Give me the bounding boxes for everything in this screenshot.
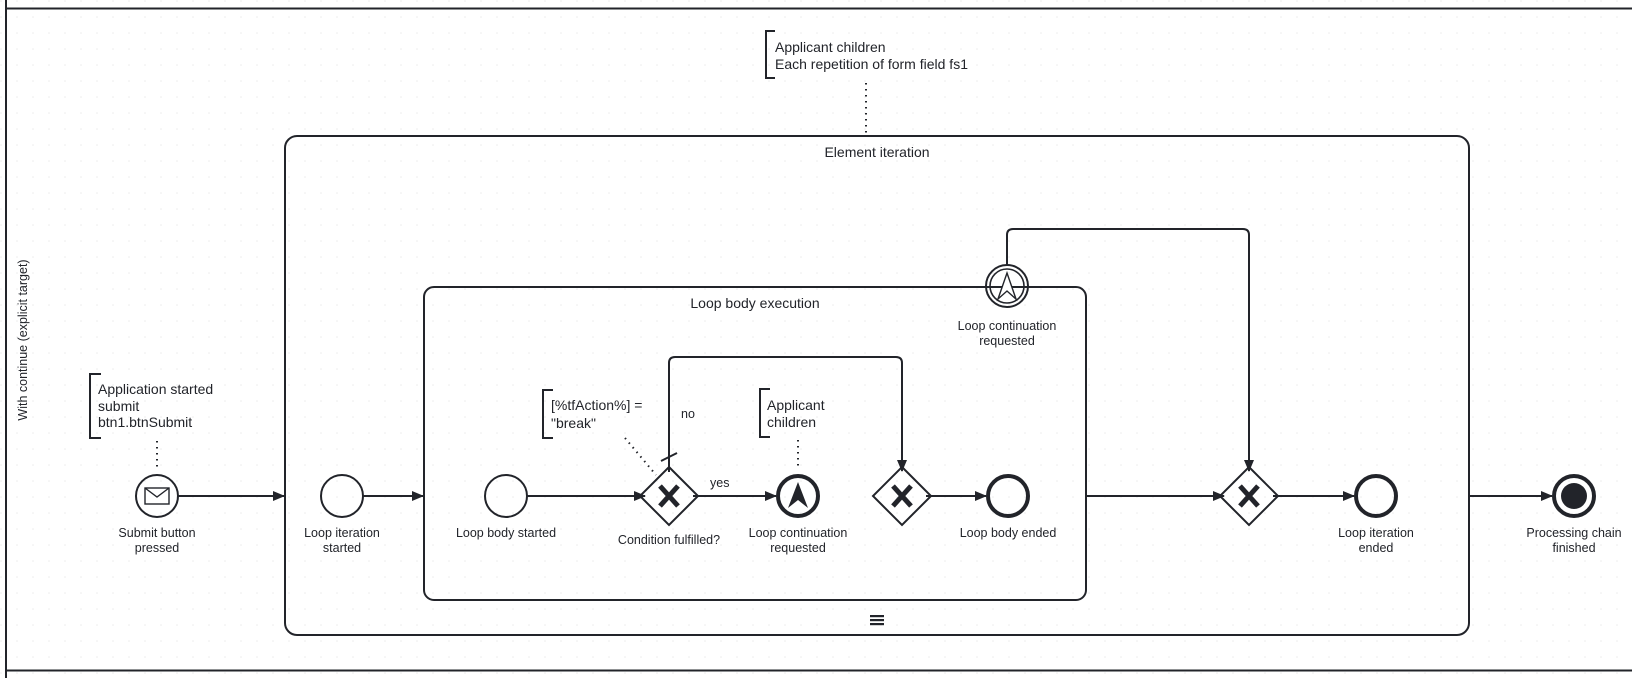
text-annotation-condition[interactable]: [%tfAction%] = "break" [542, 389, 642, 439]
flow-label-no: no [681, 407, 695, 421]
text-annotation-applicant-children[interactable]: Applicant children [759, 388, 825, 438]
event-label: requested [979, 334, 1035, 348]
boundary-event-loop-continuation-requested[interactable]: Loop continuation requested [958, 264, 1057, 348]
annotation-line: btn1.btnSubmit [98, 414, 192, 430]
text-annotation-application-started[interactable]: Application started submit btn1.btnSubmi… [89, 373, 213, 439]
subprocess-title: Loop body execution [690, 295, 819, 311]
event-label: Processing chain [1526, 526, 1621, 540]
annotation-line: "break" [551, 415, 596, 431]
gateway-label: Condition fulfilled? [618, 533, 720, 547]
default-flow-marker [660, 452, 678, 462]
event-label: Loop continuation [958, 319, 1057, 333]
event-label: pressed [135, 541, 180, 555]
event-label: Loop iteration [304, 526, 380, 540]
annotation-line: Applicant children [775, 39, 886, 55]
gateway-condition-fulfilled[interactable]: Condition fulfilled? [618, 465, 720, 547]
escalation-icon [996, 270, 1018, 302]
flow-label-yes: yes [710, 476, 729, 490]
end-event-loop-continuation-requested[interactable]: Loop continuation requested [749, 474, 848, 555]
sequence-flows [178, 228, 1553, 501]
flow-no[interactable] [668, 356, 907, 472]
exclusive-x-icon [891, 484, 913, 508]
annotation-line: Applicant [767, 397, 825, 413]
gateway-merge-body[interactable] [871, 465, 933, 527]
lane-label: With continue (explicit target) [16, 259, 30, 420]
annotation-line: children [767, 414, 816, 430]
terminate-icon [1561, 483, 1587, 509]
subprocess-element-iteration[interactable]: Element iteration [284, 135, 1470, 636]
parallel-multi-instance-icon [870, 615, 884, 626]
exclusive-x-icon [658, 484, 680, 508]
event-label: started [323, 541, 361, 555]
end-event-processing-chain-finished[interactable]: Processing chain finished [1526, 474, 1622, 555]
text-annotation-applicant-children-top[interactable]: Applicant children Each repetition of fo… [765, 30, 968, 79]
start-event-submit-button-pressed[interactable]: Submit button pressed [118, 474, 196, 555]
annotation-line: [%tfAction%] = [551, 397, 642, 413]
event-label: Loop body started [456, 526, 556, 540]
end-event-loop-body-ended[interactable]: Loop body ended [960, 474, 1057, 540]
event-label: Submit button [118, 526, 195, 540]
annotation-line: Application started [98, 381, 213, 397]
lane[interactable]: With continue (explicit target) [5, 0, 1632, 678]
event-label: ended [1359, 541, 1394, 555]
event-label: finished [1552, 541, 1595, 555]
start-event-loop-iteration-started[interactable]: Loop iteration started [304, 474, 380, 555]
association-condition [624, 437, 657, 476]
envelope-icon [144, 487, 170, 505]
subprocess-title: Element iteration [824, 144, 929, 160]
start-event-loop-body-started[interactable]: Loop body started [456, 474, 556, 540]
flow-boundary-to-merge[interactable] [1006, 228, 1254, 472]
event-label: Loop body ended [960, 526, 1057, 540]
annotation-line: Each repetition of form field fs1 [775, 56, 968, 72]
event-label: requested [770, 541, 826, 555]
annotation-line: submit [98, 398, 139, 414]
escalation-icon [788, 482, 808, 508]
event-label: Loop continuation [749, 526, 848, 540]
gateway-merge-iteration[interactable] [1218, 465, 1280, 527]
exclusive-x-icon [1238, 484, 1260, 508]
subprocess-loop-body-execution[interactable]: Loop body execution [423, 286, 1087, 601]
event-label: Loop iteration [1338, 526, 1414, 540]
end-event-loop-iteration-ended[interactable]: Loop iteration ended [1338, 474, 1414, 555]
